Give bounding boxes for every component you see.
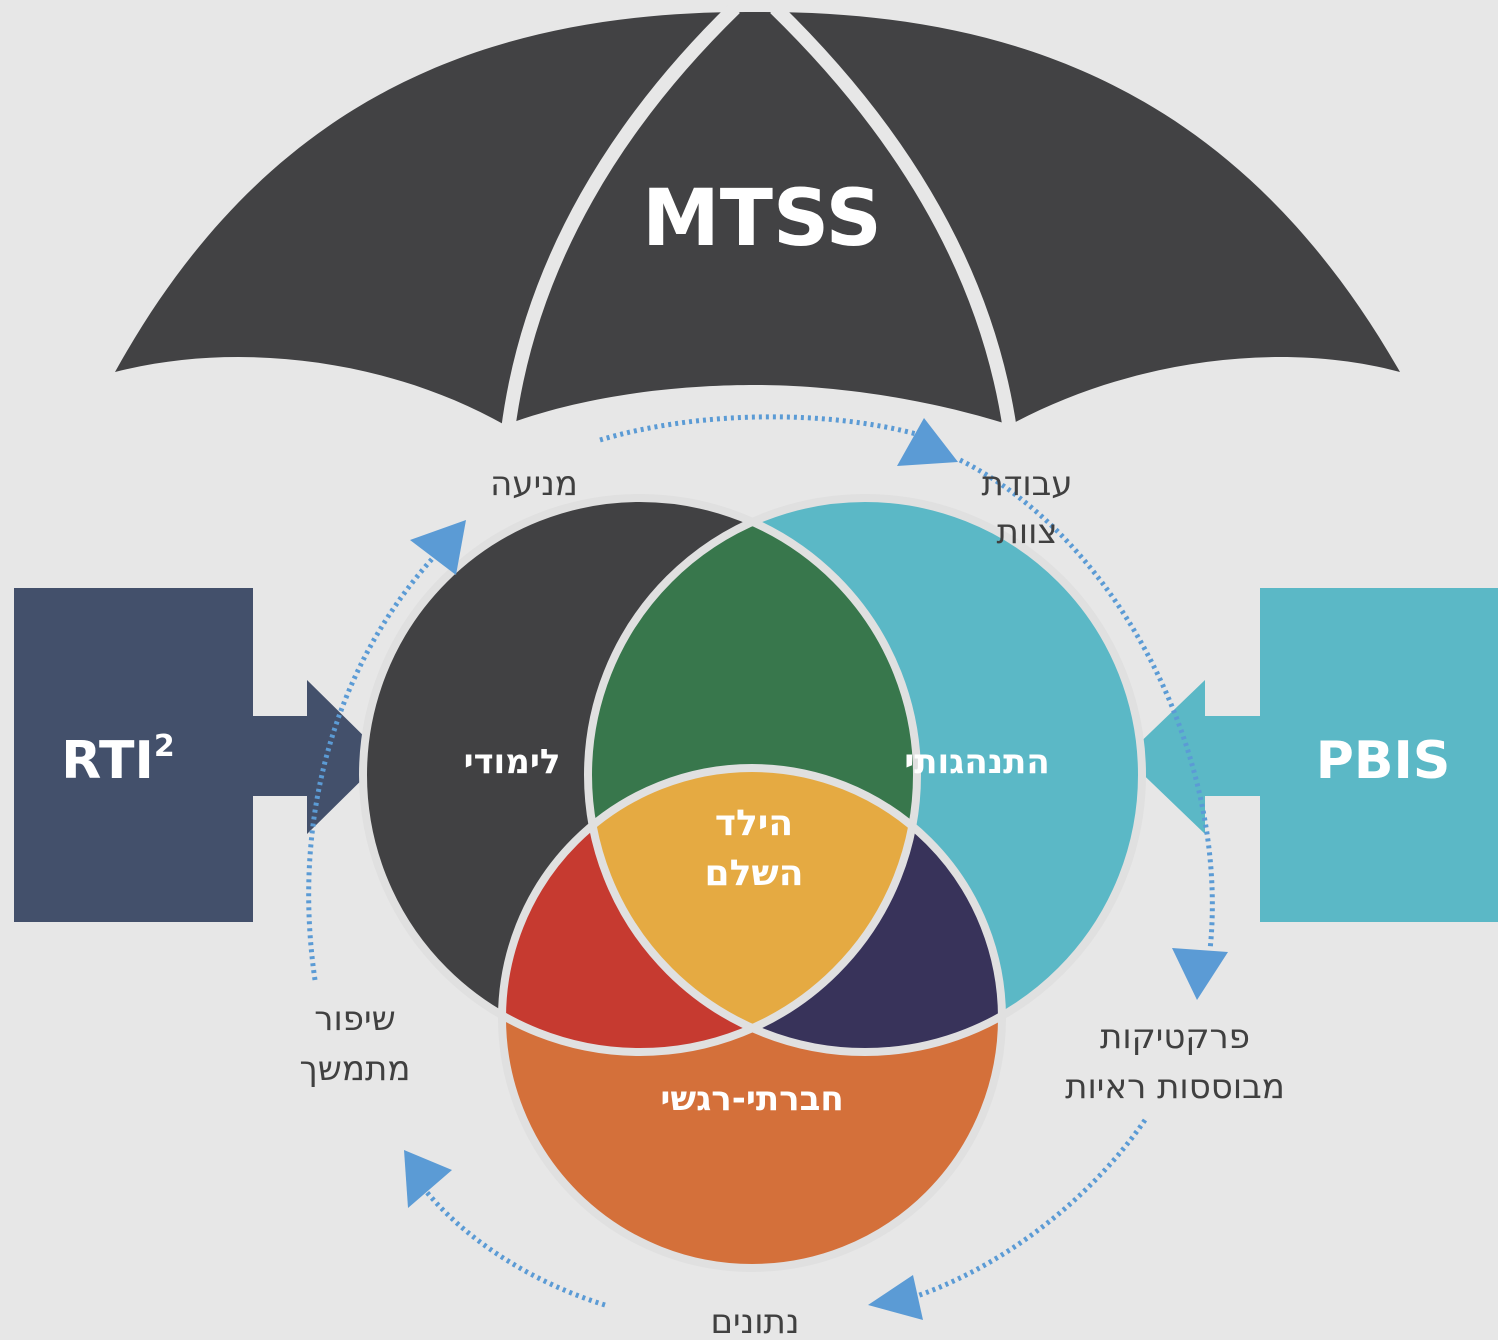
- cycle-arrowheads: [404, 418, 1228, 1320]
- outline-behavioral: [584, 494, 1146, 1056]
- label-teamwork-line1: עבודת: [981, 464, 1072, 504]
- center-label-line1: הילד: [715, 803, 793, 844]
- cycle-arc-teamwork-to-ebp: [958, 457, 1215, 951]
- label-prevention: מניעה: [490, 464, 578, 504]
- arrowhead-teamwork: [897, 418, 958, 466]
- label-ebp-line2: מבוססות ראיות: [1065, 1067, 1285, 1107]
- cycle-arc-prevention-to-teamwork: [599, 414, 921, 443]
- center-label-line2: השלם: [705, 853, 804, 894]
- umbrella-rib-right: [770, 2, 1017, 432]
- umbrella-canopy: [115, 11, 1400, 425]
- label-improvement-line1: שיפור: [314, 999, 395, 1039]
- venn-diagram: לימודי התנהגותי חברתי-רגשי הילד השלם: [359, 494, 1146, 1272]
- label-ebp-line1: פרקטיקות: [1100, 1017, 1250, 1057]
- arrowhead-prevention: [410, 520, 466, 575]
- arrowhead-data: [868, 1275, 923, 1320]
- rti-label-group: RTI2: [61, 729, 174, 791]
- cycle-arrows: [306, 414, 1215, 1308]
- pbis-box: PBIS: [1125, 588, 1498, 922]
- umbrella-rib-left: [501, 2, 740, 431]
- cycle-arc-ebp-to-data: [904, 1118, 1148, 1303]
- umbrella: MTSS: [115, 2, 1400, 432]
- label-data: נתונים: [710, 1302, 799, 1340]
- arrowhead-improvement: [404, 1150, 452, 1208]
- label-teamwork-line2: צוות: [996, 512, 1057, 552]
- arrowhead-ebp: [1172, 948, 1228, 1000]
- umbrella-title: MTSS: [642, 174, 882, 264]
- center-whole-child: [588, 768, 917, 1052]
- label-social-emotional: חברתי-רגשי: [660, 1079, 843, 1119]
- label-improvement-line2: מתמשך: [300, 1049, 411, 1089]
- cycle-labels: מניעה עבודת צוות פרקטיקות מבוססות ראיות …: [300, 464, 1285, 1340]
- rti-superscript: 2: [154, 729, 175, 764]
- pbis-shape: [1125, 588, 1498, 922]
- pbis-label: PBIS: [1316, 731, 1451, 791]
- label-academic: לימודי: [464, 742, 561, 782]
- rti-box: RTI2: [14, 588, 385, 922]
- rti-label: RTI: [61, 731, 154, 791]
- cycle-arc-data-to-improvement: [423, 1188, 606, 1308]
- cycle-arc-improvement-to-prevention: [306, 538, 452, 981]
- outline-social: [498, 764, 1006, 1272]
- outline-academic: [359, 494, 921, 1056]
- label-behavioral: התנהגותי: [904, 742, 1049, 782]
- rti-shape: [14, 588, 385, 922]
